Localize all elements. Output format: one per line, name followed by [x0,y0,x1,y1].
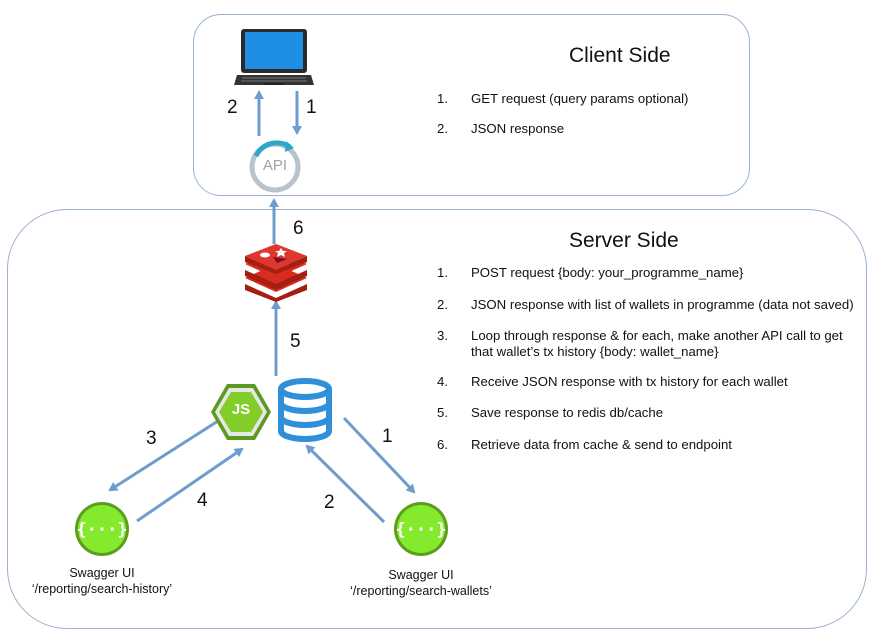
client-step: 2.JSON response [437,121,565,136]
nodejs-icon: JS [209,382,273,442]
swagger-history-name: Swagger UI [69,566,135,580]
api-label: API [262,157,288,174]
arrow-label-6: 6 [293,218,304,239]
laptop-icon [234,29,314,85]
swagger-history-icon: {···} [75,502,129,556]
arrow-label-5: 5 [290,331,301,352]
swagger-history-caption: Swagger UI ‘/reporting/search-history’ [14,565,190,597]
arrow-db-to-wallets [342,416,416,494]
client-steps-list: 1.GET request (query params optional) 2.… [437,91,688,137]
arrow-label-3: 3 [146,428,157,449]
svg-text:{···}: {···} [76,520,127,540]
swagger-history-path: ‘/reporting/search-history’ [31,582,173,596]
server-step: 1.POST request {body: your_programme_nam… [437,265,744,280]
swagger-wallets-name: Swagger UI [388,568,454,582]
arrow-label-2: 2 [227,97,238,118]
arrow-node-to-history [108,419,219,492]
api-icon: API [246,138,306,196]
server-step: 2.JSON response with list of wallets in … [437,297,854,312]
server-step: 5.Save response to redis db/cache [437,405,664,420]
arrow-history-to-node [136,447,244,523]
redis-cache-icon [245,244,307,302]
server-step: 3.Loop through response & for each, make… [437,328,843,359]
client-step: 1.GET request (query params optional) [437,91,689,106]
arrow-label-1: 1 [306,97,317,118]
arrow-label-4: 4 [197,490,208,511]
arrow-label-2: 2 [324,492,335,513]
svg-text:{···}: {···} [395,520,446,540]
swagger-wallets-caption: Swagger UI ‘/reporting/search-wallets’ [330,567,512,599]
database-icon [278,378,332,442]
server-side-panel [7,209,867,629]
nodejs-label: JS [231,401,251,418]
server-step: 6.Retrieve data from cache & send to end… [437,437,732,452]
swagger-wallets-icon: {···} [394,502,448,556]
server-steps-list: 1.POST request {body: your_programme_nam… [437,265,862,453]
arrow-label-1: 1 [382,426,393,447]
server-step: 4.Receive JSON response with tx history … [437,374,788,389]
swagger-wallets-path: ‘/reporting/search-wallets’ [350,584,492,598]
arrow-wallets-to-db [305,444,386,524]
server-side-title: Server Side [569,229,679,252]
client-side-title: Client Side [569,44,671,67]
